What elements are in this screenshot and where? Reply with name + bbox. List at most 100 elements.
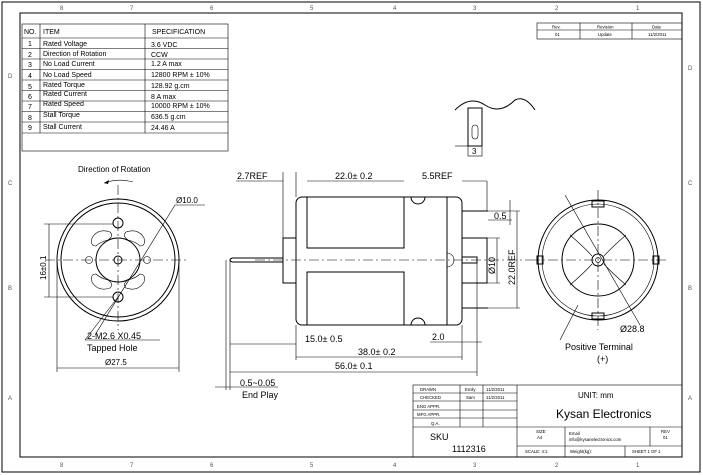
email-value: info@kysanelectronics.com: [569, 437, 622, 442]
positive-terminal-sign: (+): [597, 354, 608, 364]
cell-item: No Load Speed: [43, 72, 92, 79]
cell-no: 5: [28, 84, 32, 91]
cell-no: 4: [28, 73, 32, 80]
date-header: Date: [652, 25, 662, 30]
grid-row: A: [8, 396, 12, 402]
grid-col: 3: [473, 6, 477, 12]
arrow-head-icon: [104, 180, 109, 184]
header-item: ITEM: [43, 29, 60, 36]
side-view: 2.7REF 22.0± 0.2 5.5REF 0.5 Ø10 22.0REF …: [215, 171, 530, 400]
grid-col: 6: [210, 6, 214, 12]
sheet-value: SHEET 1 OF 1: [632, 449, 661, 454]
dim-0-5: 0.5: [494, 211, 507, 221]
approval-name: Emily: [465, 387, 476, 392]
cell-spec: CCW: [151, 52, 168, 59]
cell-spec: 1.2 A max: [151, 61, 182, 68]
grid-col: 8: [60, 463, 64, 469]
grid-col: 3: [473, 463, 477, 469]
dim-22-0: 22.0± 0.2: [335, 171, 372, 181]
spec-row: 9 Stall Current 24.46 A: [28, 124, 175, 132]
grid-labels: 8 7 6 5 4 3 2 1 8 7 6 5 4 3 2 1 D C B A …: [8, 6, 693, 469]
grid-row: B: [688, 286, 692, 292]
rear-view: Ø28.8 Positive Terminal (+): [530, 190, 668, 364]
terminal-detail: 3: [454, 98, 536, 157]
grid-col: 4: [393, 6, 397, 12]
dim-15-0: 15.0± 0.5: [305, 334, 342, 344]
cell-spec: 12800 RPM ± 10%: [151, 72, 210, 79]
cell-spec: 24.46 A: [151, 125, 175, 132]
dim-38-0: 38.0± 0.2: [358, 347, 395, 357]
grid-row: A: [688, 396, 692, 402]
rear-diameter-dim: Ø28.8: [620, 324, 645, 334]
approval-role: DRAWN: [420, 387, 436, 392]
dim-2-7-ref: 2.7REF: [237, 171, 268, 181]
cell-no: 3: [28, 62, 32, 69]
rev-label: REV: [661, 429, 670, 434]
inner-diameter-dim: Ø10.0: [176, 196, 198, 205]
grid-col: 5: [310, 463, 314, 469]
dim-22-ref: 22.0REF: [507, 249, 517, 285]
rev-value: 01: [663, 435, 668, 440]
header-spec: SPECIFICATION: [152, 29, 205, 36]
front-view: Direction of Rotation 16±0.1 Ø10.0 2-M2.…: [39, 165, 205, 372]
grid-row: C: [8, 181, 13, 187]
weight-label: Weight(kg):: [570, 449, 592, 454]
grid-row: D: [688, 66, 693, 72]
cell-item: Rated Torque: [43, 82, 85, 89]
end-play-label: End Play: [242, 390, 279, 400]
approval-role: ENG APPR.: [417, 404, 440, 409]
cell-no: 7: [28, 104, 32, 111]
cell-spec: 636.5 g.cm: [151, 114, 186, 121]
revision-header: Revision: [597, 25, 614, 30]
size-label: SIZE: [536, 429, 546, 434]
dim-5-5-ref: 5.5REF: [422, 171, 453, 181]
sku-value: 1112316: [452, 444, 486, 454]
grid-col: 5: [310, 6, 314, 12]
cell-spec: 3.6 VDC: [151, 42, 177, 49]
approval-date: 11/2/2011: [486, 387, 505, 392]
rotation-label: Direction of Rotation: [78, 165, 150, 174]
grid-row: D: [8, 74, 13, 80]
size-value: A4: [537, 435, 543, 440]
grid-col: 7: [130, 463, 134, 469]
grid-col: 2: [555, 463, 559, 469]
grid-col: 1: [636, 463, 640, 469]
revision-value: Update: [598, 32, 612, 37]
approval-role: MFG APPR.: [417, 412, 440, 417]
inner-frame: [19, 12, 683, 458]
cell-spec: 128.92 g.cm: [151, 83, 190, 90]
grid-row: C: [688, 181, 693, 187]
cell-no: 9: [28, 125, 32, 132]
scale-value: SCALE: 4:1: [525, 449, 548, 454]
cell-item: Stall Current: [43, 124, 82, 131]
dim-end-play: 0.5~0.05: [240, 378, 275, 388]
cell-item: Direction of Rotation: [43, 51, 107, 58]
dim-dia-10: Ø10: [487, 257, 497, 274]
positive-terminal-label: Positive Terminal: [565, 342, 633, 352]
spec-row: 4 No Load Speed 12800 RPM ± 10%: [28, 72, 210, 80]
rev-header: Rev.: [552, 25, 561, 30]
spec-row: 3 No Load Current 1.2 A max: [28, 61, 182, 69]
grid-col: 8: [60, 6, 64, 12]
cell-item: No Load Current: [43, 61, 95, 68]
cell-spec: 8 A max: [151, 94, 176, 101]
tapped-hole-note: 2-M2.6 X0.45: [87, 331, 141, 341]
email-label: Email: [569, 431, 580, 436]
detail-dim: 3: [472, 147, 477, 156]
outer-diameter-dim: Ø27.5: [105, 358, 127, 367]
grid-col: 4: [393, 463, 397, 469]
approval-name: Sam: [466, 395, 475, 400]
cell-item: Rated Voltage: [43, 41, 87, 48]
cell-no: 1: [28, 41, 32, 48]
cell-item: Rated Current: [43, 91, 87, 98]
cell-item: Rated Speed: [43, 101, 84, 108]
approval-role: Q.A.: [431, 421, 440, 426]
hole-spacing-dim: 16±0.1: [39, 255, 48, 280]
cell-spec: 10000 RPM ± 10%: [151, 103, 210, 110]
